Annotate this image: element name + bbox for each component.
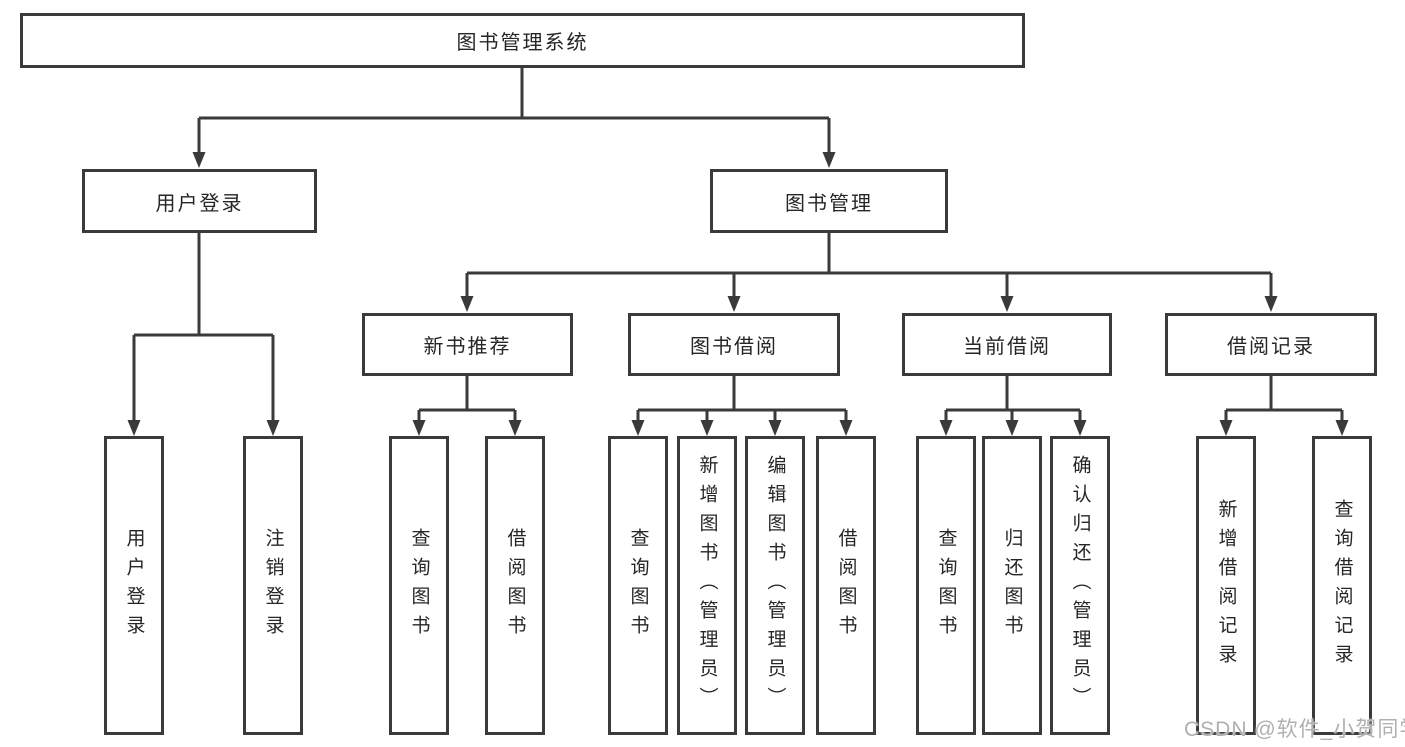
leaf-recommend-query-book: 查询图书 (389, 436, 449, 735)
leaf-current-confirm-return-admin-label: 确认归还（管理员） (1069, 455, 1091, 716)
leaf-current-query-book: 查询图书 (916, 436, 976, 735)
leaf-user-login-label: 用户登录 (123, 527, 145, 644)
leaf-borrow-add-book-admin: 新增图书（管理员） (677, 436, 737, 735)
leaf-recommend-query-book-label: 查询图书 (408, 527, 430, 644)
leaf-borrow-add-book-admin-label: 新增图书（管理员） (696, 455, 718, 716)
leaf-user-login: 用户登录 (104, 436, 164, 735)
node-book-management-label: 图书管理 (785, 192, 873, 215)
leaf-logout-label: 注销登录 (262, 527, 284, 644)
leaf-borrow-query-book: 查询图书 (608, 436, 668, 735)
node-book-borrow: 图书借阅 (628, 313, 840, 376)
node-root-label: 图书管理系统 (456, 32, 589, 54)
leaf-borrow-borrow-book: 借阅图书 (816, 436, 876, 735)
node-borrow-record-label: 借阅记录 (1227, 336, 1315, 358)
leaf-current-confirm-return-admin: 确认归还（管理员） (1050, 436, 1110, 735)
leaf-borrow-edit-book-admin-label: 编辑图书（管理员） (764, 455, 786, 716)
node-root-library-system: 图书管理系统 (20, 13, 1025, 68)
node-borrow-record: 借阅记录 (1165, 313, 1377, 376)
node-current-borrow-label: 当前借阅 (963, 336, 1051, 358)
leaf-recommend-borrow-book: 借阅图书 (485, 436, 545, 735)
csdn-watermark: CSDN @软件_小贺同学 (1184, 718, 1405, 741)
leaf-logout: 注销登录 (243, 436, 303, 735)
node-new-book-recommend-label: 新书推荐 (423, 336, 512, 358)
leaf-record-query-record: 查询借阅记录 (1312, 436, 1372, 735)
node-book-borrow-label: 图书借阅 (690, 336, 778, 358)
leaf-borrow-query-book-label: 查询图书 (627, 527, 649, 644)
leaf-record-query-record-label: 查询借阅记录 (1331, 498, 1353, 673)
leaf-record-add-record: 新增借阅记录 (1196, 436, 1256, 735)
leaf-current-return-book: 归还图书 (982, 436, 1042, 735)
leaf-borrow-borrow-book-label: 借阅图书 (835, 527, 857, 644)
leaf-recommend-borrow-book-label: 借阅图书 (504, 527, 526, 644)
node-book-management: 图书管理 (710, 169, 948, 233)
leaf-current-return-book-label: 归还图书 (1001, 527, 1023, 644)
leaf-record-add-record-label: 新增借阅记录 (1215, 498, 1237, 673)
node-current-borrow: 当前借阅 (902, 313, 1112, 376)
leaf-borrow-edit-book-admin: 编辑图书（管理员） (745, 436, 805, 735)
node-user-login-label: 用户登录 (155, 192, 244, 215)
node-new-book-recommend: 新书推荐 (362, 313, 573, 376)
leaf-current-query-book-label: 查询图书 (935, 527, 957, 644)
node-user-login: 用户登录 (82, 169, 317, 233)
